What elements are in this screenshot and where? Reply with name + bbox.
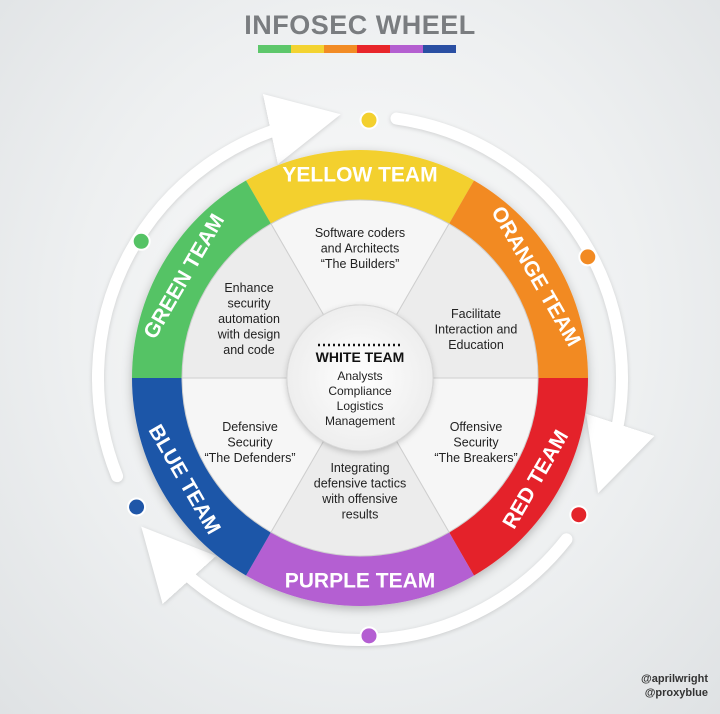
outer-dots (127, 110, 598, 646)
white-team-circle (286, 304, 434, 452)
white-team-item: Management (325, 414, 396, 428)
title-color-swatch (423, 45, 456, 53)
title-color-swatch (390, 45, 423, 53)
ring-arrow-arc (92, 94, 341, 483)
outer-dot (127, 497, 147, 517)
band-red-team (449, 378, 588, 576)
white-team-item: Analysts (337, 369, 382, 383)
credit-coauthor: @proxyblue (644, 687, 708, 699)
description-line: Security (227, 436, 273, 450)
outer-dot (131, 231, 151, 251)
description-line: with design (217, 328, 281, 342)
description-line: Software coders (315, 226, 405, 240)
title-color-swatch (357, 45, 390, 53)
description-line: Interaction and (435, 323, 518, 337)
title-color-swatch (324, 45, 357, 53)
description-line: “The Builders” (321, 257, 400, 271)
title-color-swatch (291, 45, 324, 53)
team-label: YELLOW TEAM (282, 164, 437, 187)
description-line: “The Defenders” (204, 451, 295, 465)
band-blue-team (132, 378, 271, 576)
description-line: Offensive (450, 420, 503, 434)
description-line: Education (448, 338, 504, 352)
band-orange-team (449, 180, 588, 378)
page-title: INFOSEC WHEEL (244, 10, 476, 40)
description-line: security (227, 297, 271, 311)
white-team-center: WHITE TEAM AnalystsComplianceLogisticsMan… (286, 304, 434, 452)
outer-dot (569, 505, 589, 525)
description-line: automation (218, 312, 280, 326)
description-line: and code (223, 343, 274, 357)
team-bands (132, 150, 588, 606)
description-line: “The Breakers” (434, 451, 517, 465)
ring-arrow-arc (390, 112, 655, 494)
description-line: Integrating (330, 461, 389, 475)
white-team-item: Logistics (337, 399, 384, 413)
description-line: Defensive (222, 420, 278, 434)
credit-author: @aprilwright (641, 673, 708, 685)
outer-dot (578, 247, 598, 267)
outer-dot (359, 626, 379, 646)
credits: @aprilwright @proxyblue (641, 672, 708, 700)
description-line: Enhance (224, 281, 273, 295)
description-line: results (342, 508, 379, 522)
white-team-title: WHITE TEAM (316, 349, 405, 365)
description-line: Security (453, 436, 499, 450)
band-yellow-team (246, 150, 474, 224)
title-color-bar (258, 45, 456, 53)
description-line: with offensive (321, 492, 398, 506)
description-line: and Architects (321, 242, 400, 256)
band-purple-team (246, 532, 474, 606)
description-line: defensive tactics (314, 477, 406, 491)
team-label: PURPLE TEAM (285, 570, 436, 593)
title-color-swatch (258, 45, 291, 53)
inner-sectors (181, 199, 539, 557)
team-descriptions: Software coders and Architects“The Builde… (204, 226, 517, 522)
outer-dot (359, 110, 379, 130)
band-green-team (132, 180, 271, 378)
team-description: Software coders and Architects“The Builde… (315, 226, 405, 271)
description-line: Facilitate (451, 307, 501, 321)
white-team-item: Compliance (328, 384, 392, 398)
